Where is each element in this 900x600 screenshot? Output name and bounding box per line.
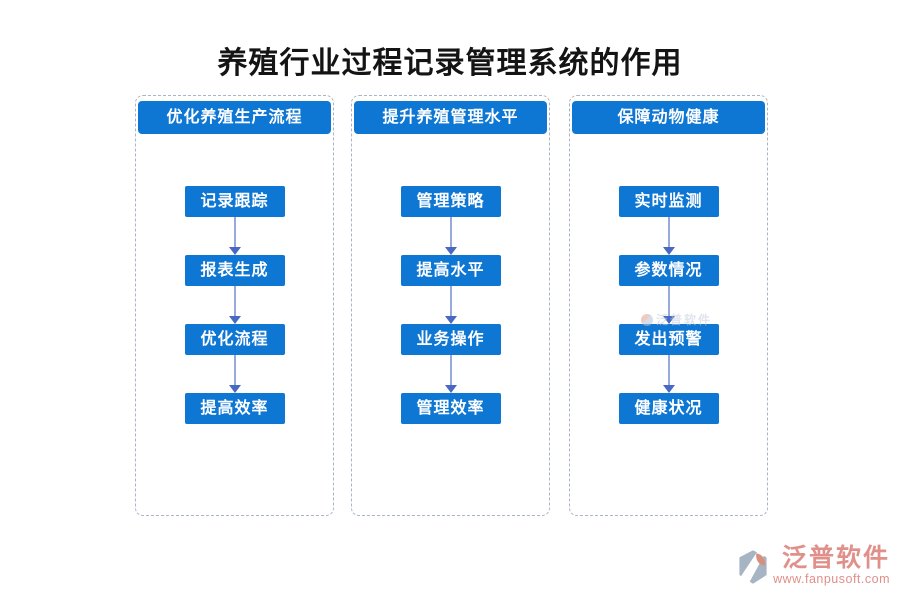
arrow-down-icon <box>444 217 457 255</box>
brand-texts: 泛普软件 www.fanpusoft.com <box>773 545 890 587</box>
brand-name: 泛普软件 <box>781 545 890 572</box>
arrow-down-icon <box>228 286 241 324</box>
flow-node: 报表生成 <box>184 255 285 286</box>
flow-node: 管理策略 <box>400 186 501 217</box>
column-header: 提升养殖管理水平 <box>354 101 547 134</box>
flow-node: 业务操作 <box>400 324 501 355</box>
fanpu-logo-icon <box>739 550 767 584</box>
arrow-down-icon <box>662 286 675 324</box>
flow-node: 实时监测 <box>618 186 719 217</box>
arrow-down-icon <box>444 286 457 324</box>
arrow-down-icon <box>662 217 675 255</box>
arrow-down-icon <box>228 217 241 255</box>
brand-url[interactable]: www.fanpusoft.com <box>773 572 890 587</box>
arrow-down-icon <box>228 355 241 393</box>
flow-node: 参数情况 <box>618 255 719 286</box>
flow-node: 管理效率 <box>400 393 501 424</box>
arrow-down-icon <box>662 355 675 393</box>
flow-node: 提高效率 <box>184 393 285 424</box>
column-animal-health: 保障动物健康 实时监测 参数情况 发出预警 健康状况 <box>569 95 768 516</box>
column-optimize-production: 优化养殖生产流程 记录跟踪 报表生成 优化流程 提高效率 <box>135 95 334 516</box>
flow-node: 发出预警 <box>618 324 719 355</box>
brand-logo: 泛普软件 www.fanpusoft.com <box>737 545 890 587</box>
arrow-down-icon <box>444 355 457 393</box>
flow-node: 提高水平 <box>400 255 501 286</box>
column-improve-management: 提升养殖管理水平 管理策略 提高水平 业务操作 管理效率 <box>351 95 550 516</box>
column-header: 优化养殖生产流程 <box>138 101 331 134</box>
page-title: 养殖行业过程记录管理系统的作用 <box>217 47 683 80</box>
flow-node: 健康状况 <box>618 393 719 424</box>
column-header: 保障动物健康 <box>572 101 765 134</box>
flow-node: 记录跟踪 <box>184 186 285 217</box>
flow-node: 优化流程 <box>184 324 285 355</box>
